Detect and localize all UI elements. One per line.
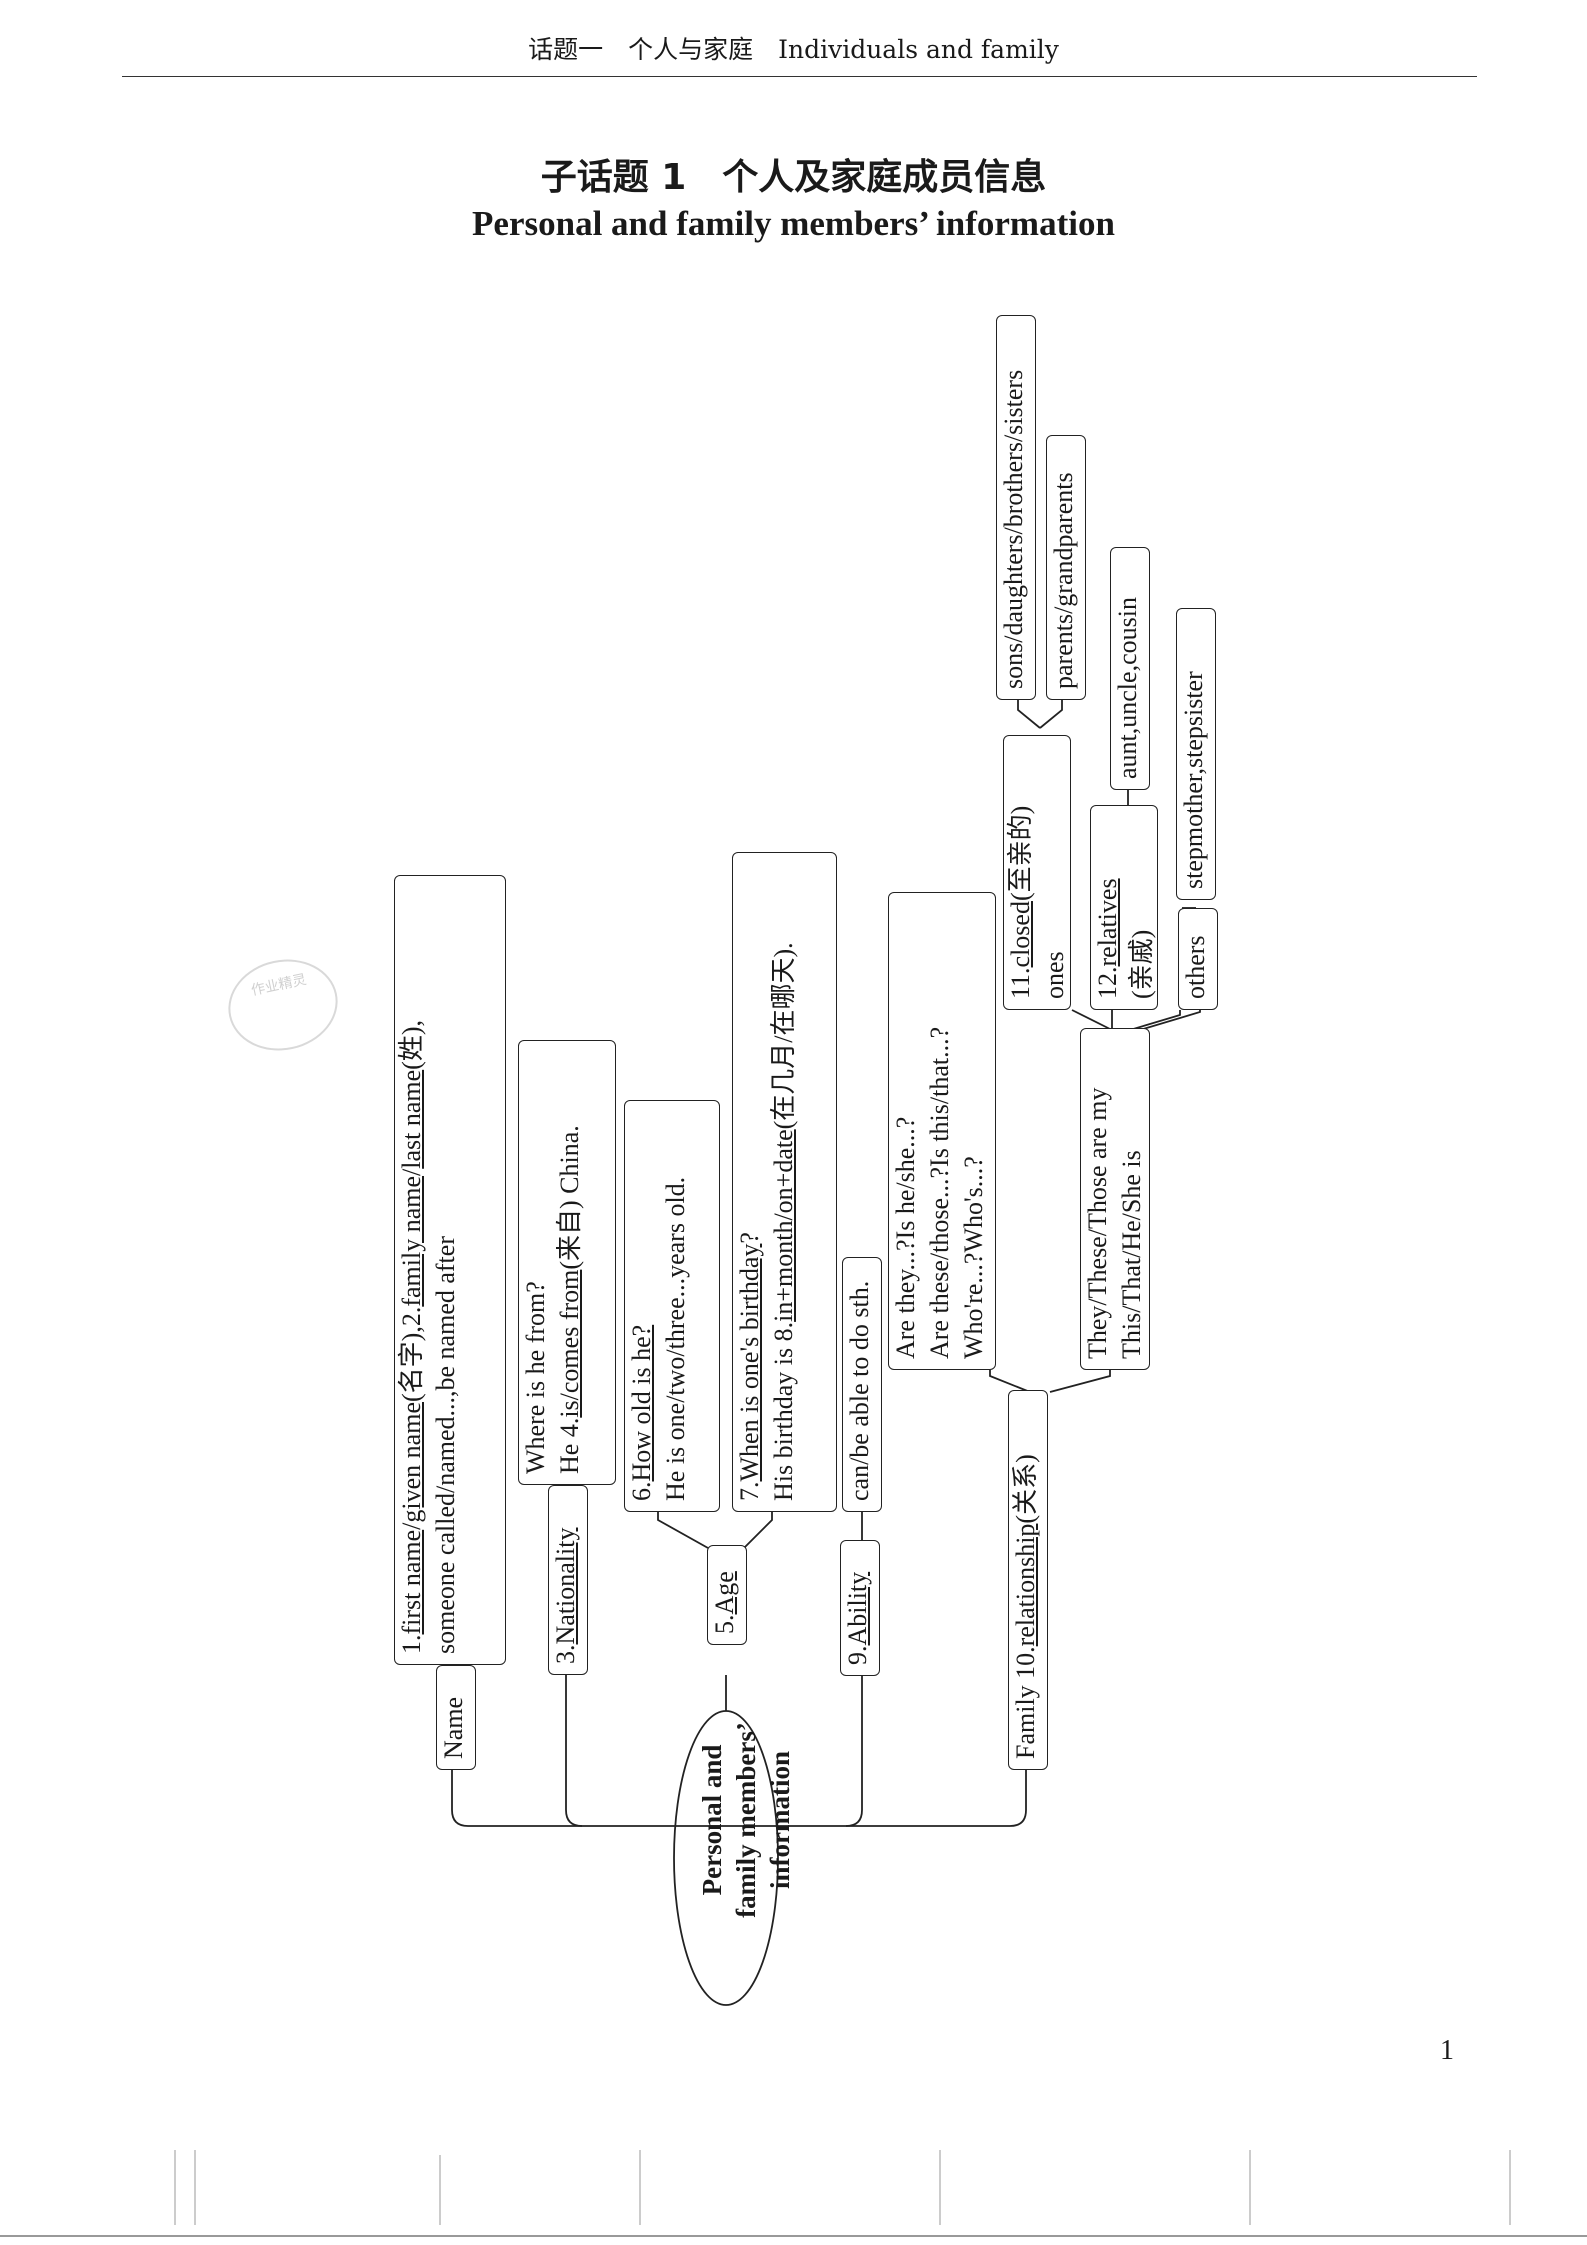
age-question-line: 6.How old is he?: [627, 1324, 656, 1501]
family-question-line: Are these/those...?Is this/that...?: [925, 1026, 954, 1359]
closed-ones-node: 11.closed(至亲的)ones: [1003, 735, 1071, 1010]
ability-detail-box: can/be able to do sth.: [842, 1257, 882, 1512]
ability-node: 9.Ability: [840, 1540, 880, 1676]
age-label-line: 5.Age: [710, 1571, 739, 1634]
name-detail-line: 1.first name/given name(名字),2.family nam…: [397, 1020, 426, 1654]
family-answer-line: They/These/Those are my: [1083, 1087, 1112, 1359]
ability-detail-line: can/be able to do sth.: [845, 1280, 874, 1501]
nationality-node: 3.Nationality: [548, 1485, 588, 1675]
center-topic-line: family members’: [731, 1722, 761, 1918]
closed-item-parents-grandparents: parents/grandparents: [1046, 435, 1086, 700]
others-line: others: [1181, 935, 1210, 999]
birthday-question-box: 7.When is one's birthday?His birthday is…: [732, 852, 837, 1512]
others-node: others: [1178, 908, 1218, 1010]
family-label-line: Family 10.relationship(关系): [1011, 1454, 1040, 1759]
birthday-question-line: His birthday is 8.in+month/on+date(在几月/在…: [769, 942, 798, 1501]
nationality-detail-line: He 4.is/comes from(来自) China.: [555, 1125, 584, 1474]
family-relationship-node: Family 10.relationship(关系): [1008, 1390, 1048, 1770]
relatives-line: 12.relatives: [1093, 878, 1122, 999]
nationality-label-line: 3.Nationality: [551, 1527, 580, 1664]
nationality-detail-line: Where is he from?: [521, 1281, 550, 1474]
birthday-question-line: 7.When is one's birthday?: [735, 1232, 764, 1501]
family-questions-box: Are they...?Is he/she...?Are these/those…: [888, 892, 996, 1370]
closed-ones-line: ones: [1040, 951, 1069, 999]
relatives-node: 12.relatives(亲戚): [1090, 805, 1158, 1010]
relatives-item-aunt-uncle-cousin: aunt,uncle,cousin: [1110, 547, 1150, 790]
subtopic-title-chinese: 子话题 1 个人及家庭成员信息: [540, 157, 1047, 198]
closed-ones-line: 11.closed(至亲的): [1006, 805, 1035, 999]
center-topic-line: Personal and: [697, 1744, 727, 1896]
header-rule: [122, 76, 1477, 77]
family-answer-line: This/That/He/She is: [1117, 1150, 1146, 1359]
name-node: Name: [436, 1665, 476, 1770]
running-header: 话题一 个人与家庭 Individuals and family: [528, 35, 1059, 64]
age-node: 5.Age: [707, 1545, 747, 1645]
subtopic-title-english: Personal and family members’ information: [472, 204, 1115, 243]
name-detail-box: 1.first name/given name(名字),2.family nam…: [394, 875, 506, 1665]
age-question-line: He is one/two/three...years old.: [661, 1176, 690, 1501]
relatives-line: (亲戚): [1127, 929, 1156, 999]
center-topic-line: information: [765, 1751, 795, 1889]
page-number: 1: [1440, 2035, 1454, 2066]
ability-label-line: 9.Ability: [843, 1571, 872, 1665]
age-question-box: 6.How old is he?He is one/two/three...ye…: [624, 1100, 720, 1512]
nationality-detail-box: Where is he from?He 4.is/comes from(来自) …: [518, 1040, 616, 1485]
family-question-line: Are they...?Is he/she...?: [891, 1116, 920, 1359]
closed-item-children-siblings: sons/daughters/brothers/sisters: [996, 315, 1036, 700]
name-detail-line: someone called/named...,be named after: [431, 1236, 460, 1654]
family-question-line: Who're...?Who's...?: [959, 1156, 988, 1359]
others-item-step-family: stepmother,stepsister: [1176, 608, 1216, 900]
